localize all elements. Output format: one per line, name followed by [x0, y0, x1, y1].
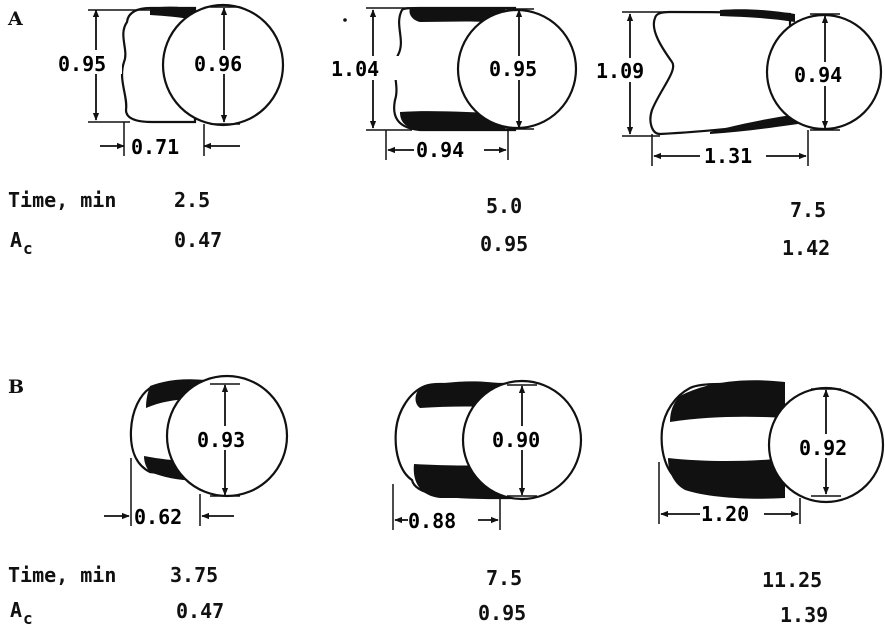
time-row-label: Time, min — [8, 188, 117, 212]
diameter-label: 0.95 — [489, 57, 537, 81]
length-label: 0.71 — [131, 135, 179, 159]
diameter-label: 0.93 — [197, 428, 245, 452]
deposit-shading — [710, 114, 798, 134]
ac-row-label: Ac — [10, 598, 33, 628]
length-label: 0.62 — [134, 505, 182, 529]
time-value: 7.5 — [486, 566, 523, 590]
figure-b1: 0.93 0.62 — [104, 374, 289, 529]
ac-value: 0.47 — [176, 599, 225, 623]
diameter-label: 0.96 — [194, 52, 242, 76]
figure-a1: 0.95 0.96 0.71 — [52, 3, 285, 159]
deposit-shading — [400, 111, 505, 130]
deposit-shading — [720, 9, 795, 22]
deposit-shading — [146, 379, 205, 408]
diameter-label: 0.90 — [492, 428, 540, 452]
deposit-outline — [129, 378, 212, 480]
deposit-shading — [670, 380, 785, 422]
figure-a3: 1.09 0.94 1.31 — [594, 9, 883, 168]
length-label: 0.88 — [408, 509, 456, 533]
height-label: 1.04 — [331, 57, 379, 81]
ac-value: 0.47 — [174, 228, 223, 252]
deposit-outline — [120, 6, 197, 124]
diameter-label: 0.94 — [794, 63, 842, 87]
ac-value: 0.95 — [480, 232, 529, 256]
figure-b3: 0.92 1.20 — [658, 380, 885, 526]
height-label: 1.09 — [596, 59, 644, 83]
ac-value: 1.42 — [782, 236, 831, 260]
figure-a2: 1.04 0.95 0.94 — [330, 6, 578, 162]
ac-value: 1.39 — [780, 603, 829, 627]
length-label: 0.94 — [416, 138, 464, 162]
length-label: 1.31 — [704, 144, 752, 168]
deposit-outline — [649, 10, 792, 136]
diameter-label: 0.92 — [799, 436, 847, 460]
deposit-outline — [394, 382, 512, 500]
time-value: 3.75 — [170, 563, 219, 587]
length-label: 1.20 — [701, 502, 749, 526]
time-value: 2.5 — [174, 188, 211, 212]
panel-label-a: A — [8, 8, 23, 30]
height-label: 0.95 — [58, 52, 106, 76]
time-row-label: Time, min — [8, 563, 117, 587]
time-value: 11.25 — [762, 568, 823, 592]
ac-row-label: Ac — [10, 228, 33, 258]
deposit-shading — [668, 458, 785, 499]
deposit-shading — [409, 8, 505, 24]
ac-value: 0.95 — [478, 601, 527, 625]
figure-b2: 0.90 0.88 — [392, 379, 583, 533]
panel-label-b: B — [8, 376, 25, 398]
time-value: 7.5 — [790, 198, 827, 222]
time-value: 5.0 — [486, 194, 523, 218]
